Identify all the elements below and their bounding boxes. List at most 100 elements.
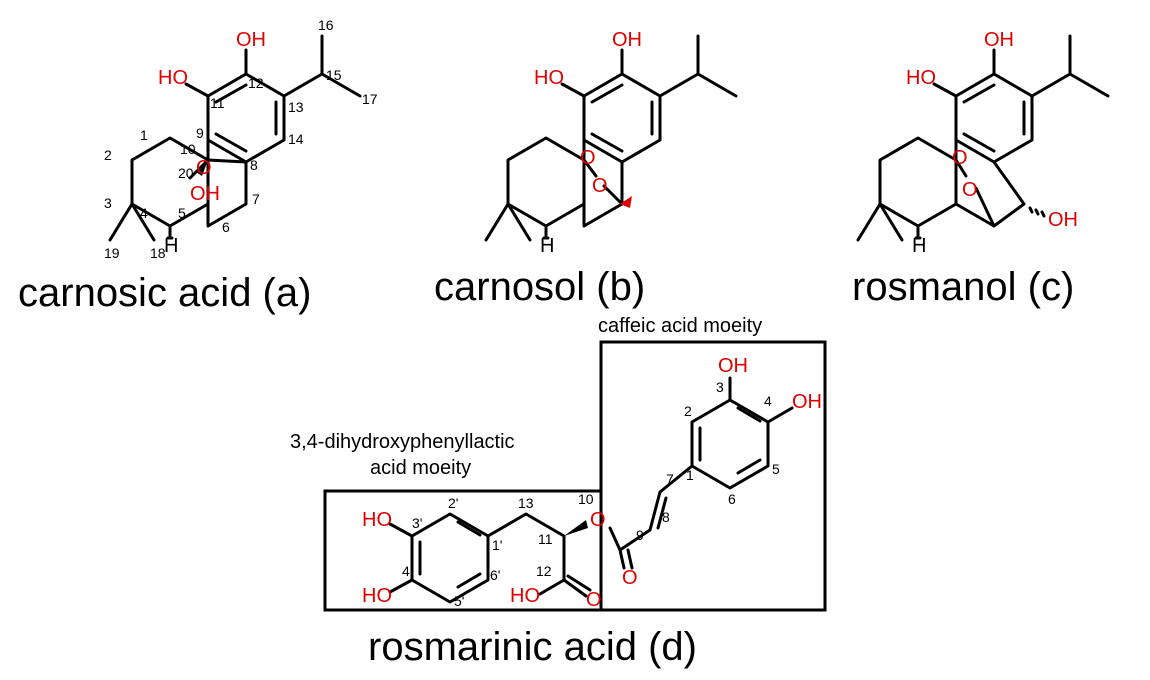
num-a-15: 15 — [326, 67, 342, 83]
ring-c-double-bonds — [590, 83, 654, 153]
hashed-h5 — [166, 226, 174, 240]
ring-c-double-bonds — [214, 83, 278, 153]
atom-oh7: OH — [1048, 209, 1078, 231]
lactic-moiety-label-line2: acid moeity — [370, 457, 471, 479]
acid-carbonyl — [538, 574, 592, 598]
num-a-13: 13 — [288, 99, 304, 115]
oh-bonds — [560, 48, 624, 98]
isopropyl — [1030, 34, 1110, 98]
num-d-5: 5 — [772, 461, 780, 477]
num-a-8: 8 — [250, 157, 258, 173]
hashed-h5 — [914, 226, 922, 240]
title-rosmanol: rosmanol (c) — [852, 265, 1074, 309]
lactic-moiety-label-line1: 3,4-dihydroxyphenyllactic — [290, 431, 515, 453]
atom-carbonyl-o: O — [952, 147, 968, 169]
lactic-moiety-box — [323, 489, 603, 612]
num-d-4p: 4' — [402, 563, 412, 579]
lactic-chain — [486, 512, 566, 582]
molecule-rosmanol: OH HO O O OH H rosmanol (c) — [852, 29, 1110, 309]
atom-ring-o: O — [592, 175, 608, 197]
title-carnosol: carnosol (b) — [434, 265, 645, 309]
oh-bonds — [932, 48, 996, 98]
atom-ho4p: HO — [362, 585, 392, 607]
num-d-1: 1 — [686, 467, 694, 483]
lactic-ring-double-bonds — [418, 520, 482, 589]
atom-h5: H — [164, 235, 178, 257]
gem-dimethyl — [484, 202, 532, 242]
oh-bonds — [184, 48, 248, 98]
ring-c-bonds — [206, 72, 286, 164]
num-d-3p: 3' — [412, 515, 422, 531]
atom-ring-o: O — [962, 179, 978, 201]
num-a-6: 6 — [222, 219, 230, 235]
ring-b-extra — [206, 158, 248, 164]
num-a-10: 10 — [180, 141, 196, 157]
num-a-2: 2 — [104, 147, 112, 163]
carbonyl-9 — [618, 548, 634, 570]
lactic-oh-bonds — [388, 522, 414, 594]
num-a-18: 18 — [150, 245, 166, 261]
caffeic-ring-double-bonds — [698, 406, 762, 475]
num-d-13: 13 — [518, 495, 534, 511]
lactic-ring-bonds — [410, 512, 490, 604]
num-a-1: 1 — [140, 127, 148, 143]
num-a-12: 12 — [248, 75, 264, 91]
num-a-3: 3 — [104, 195, 112, 211]
title-carnosic-acid: carnosic acid (a) — [18, 271, 311, 315]
num-d-2p: 2' — [448, 495, 458, 511]
atom-carbonyl-o: O — [196, 157, 212, 179]
atom-ho-left: HO — [534, 67, 564, 89]
atom-acid-ho: HO — [510, 585, 540, 607]
gem-dimethyl — [856, 202, 904, 242]
atom-oh-top: OH — [236, 29, 266, 51]
ring-b-bonds — [954, 138, 1026, 228]
molecule-carnosol: OH HO O O H carnosol (b) — [434, 29, 738, 309]
atom-oh3: OH — [718, 355, 748, 377]
lactone-bridge — [954, 158, 996, 228]
ring-b-bonds — [582, 138, 624, 228]
wedge-lactone — [620, 196, 632, 208]
num-d-11: 11 — [538, 531, 553, 547]
atom-ho-left: HO — [906, 67, 936, 89]
caffeic-chain — [608, 464, 694, 552]
num-d-7: 7 — [666, 471, 674, 487]
caffeic-moiety-label: caffeic acid moeity — [598, 315, 762, 337]
num-d-2: 2 — [684, 403, 692, 419]
num-d-5p: 5' — [454, 593, 464, 609]
num-d-9: 9 — [636, 527, 644, 543]
num-a-5: 5 — [178, 205, 186, 221]
atom-h5: H — [912, 235, 926, 257]
molecule-rosmarinic-acid: caffeic acid moeity 3,4-dihydroxyphenyll… — [290, 315, 827, 669]
num-d-6p: 6' — [490, 567, 500, 583]
atom-o9: O — [622, 567, 638, 589]
ring-a-bonds — [506, 136, 586, 228]
caffeic-moiety-box — [599, 340, 827, 612]
num-a-19: 19 — [104, 245, 120, 261]
lactone-bridge — [582, 158, 624, 206]
num-a-16: 16 — [318, 17, 334, 33]
atom-oh-top: OH — [984, 29, 1014, 51]
num-d-10: 10 — [578, 491, 594, 507]
atom-oh4: OH — [792, 391, 822, 413]
caffeic-chain-double — [656, 496, 668, 530]
caffeic-oh-bonds — [728, 376, 794, 424]
wedge-11 — [564, 520, 588, 536]
caffeic-ring-bonds — [690, 398, 770, 490]
isopropyl — [658, 34, 738, 98]
num-d-8: 8 — [662, 509, 670, 525]
atom-carbonyl-o: O — [580, 147, 596, 169]
wedge-10 — [196, 160, 208, 176]
molecule-carnosic-acid: OH HO O OH H 1 2 3 4 5 6 7 8 9 10 11 12 … — [18, 17, 378, 315]
ring-b-bonds — [206, 138, 248, 228]
hashed-h5 — [542, 226, 550, 240]
hashed-oh7 — [1028, 206, 1046, 218]
title-rosmarinic-acid: rosmarinic acid (d) — [368, 625, 697, 669]
num-a-4: 4 — [140, 205, 148, 221]
isopropyl — [282, 34, 362, 98]
atom-acid-o: O — [586, 589, 602, 611]
atom-ho3p: HO — [362, 509, 392, 531]
gem-dimethyl — [108, 202, 156, 242]
atom-acid-oh: OH — [190, 183, 220, 205]
ring-a-bonds — [878, 136, 958, 228]
